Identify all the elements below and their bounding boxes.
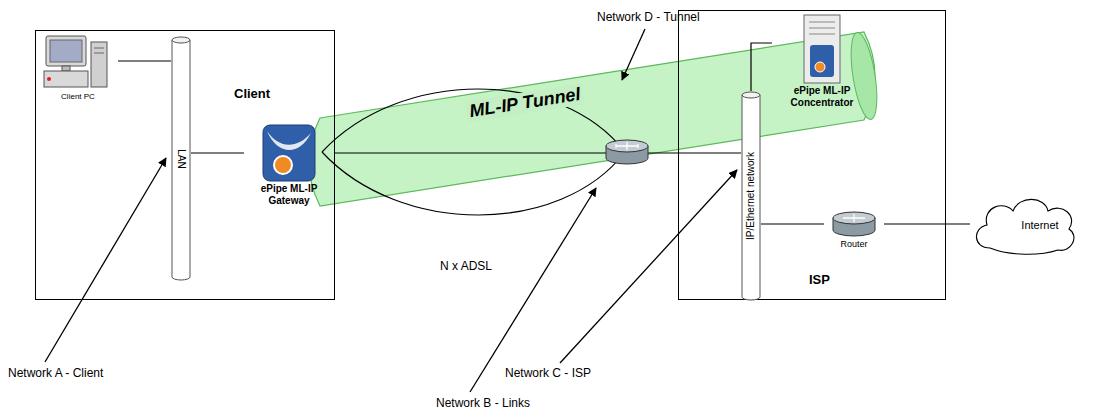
server-badge	[815, 62, 825, 72]
callout-label: Network D - Tunnel	[597, 10, 700, 24]
ethernet-pipe: IP/Ethernet network	[741, 91, 761, 301]
power-led	[47, 77, 51, 81]
node-text: ISP	[809, 273, 830, 288]
monitor	[46, 36, 86, 66]
adsl-link	[322, 152, 625, 215]
tunnel-tube	[309, 32, 875, 206]
site-box: Client Client PC LAN ePipe ML-IP Gateway	[35, 30, 335, 300]
pipe-top	[742, 92, 760, 98]
callout-label: Network B - Links	[436, 396, 530, 410]
node-text: Client	[234, 87, 270, 102]
node-text: Internet	[970, 219, 1109, 232]
client-pc: Client PC	[38, 34, 118, 101]
link-line	[884, 223, 970, 224]
site-box: ISP ePipe ML-IP ConcentratorIP/Ethernet n…	[678, 10, 946, 300]
node-text: Router	[824, 239, 884, 249]
server-case	[804, 15, 840, 83]
leader-line	[622, 29, 645, 80]
tower-bays	[94, 48, 104, 53]
router-top	[606, 140, 648, 152]
node-text: ePipe ML-IP Gateway	[244, 183, 334, 206]
link-label: N x ADSL	[440, 259, 492, 273]
server-bays	[809, 22, 835, 34]
internet-cloud: Internet	[970, 192, 1109, 258]
link-line	[118, 60, 171, 61]
router-icon	[824, 209, 884, 239]
leader-line	[45, 158, 166, 362]
node-text: IP/Ethernet network	[745, 152, 757, 240]
link-line	[751, 43, 772, 91]
tower	[91, 42, 107, 87]
node-text: ePipe ML-IP Concentrator	[772, 85, 872, 108]
node-text: Client PC	[38, 92, 118, 101]
gateway-device: ePipe ML-IP Gateway	[244, 123, 334, 206]
device-body	[263, 125, 315, 181]
router-top	[833, 212, 875, 224]
screen	[50, 40, 82, 62]
concentrator-server-icon	[772, 13, 872, 85]
pipe-body	[742, 95, 760, 300]
monitor-stand	[62, 66, 70, 71]
server-card	[810, 45, 834, 77]
link-line	[191, 152, 244, 153]
tunnel-label: ML-IP Tunnel	[465, 83, 585, 122]
callout-label: Network A - Client	[8, 366, 103, 380]
desktop-case	[44, 71, 88, 87]
leader-line	[560, 170, 737, 363]
router-arrows	[843, 214, 865, 222]
tunnel-end	[846, 31, 881, 121]
router: Router	[824, 209, 884, 249]
router-arrows	[616, 142, 638, 150]
node-text: LAN	[175, 149, 187, 168]
pipe-top	[172, 37, 190, 43]
lan-pipe: LAN	[171, 36, 191, 281]
device-badge	[274, 156, 292, 174]
leader-line	[470, 188, 596, 392]
client-pc-icon	[38, 34, 118, 92]
device-swoosh	[267, 131, 311, 150]
pipe-body	[172, 40, 190, 280]
callout-label: Network C - ISP	[505, 366, 591, 380]
link-line	[334, 152, 741, 153]
router-symbol	[606, 140, 648, 164]
gateway-device-icon	[244, 123, 334, 183]
link-line	[761, 223, 824, 224]
concentrator-server: ePipe ML-IP Concentrator	[772, 13, 872, 108]
